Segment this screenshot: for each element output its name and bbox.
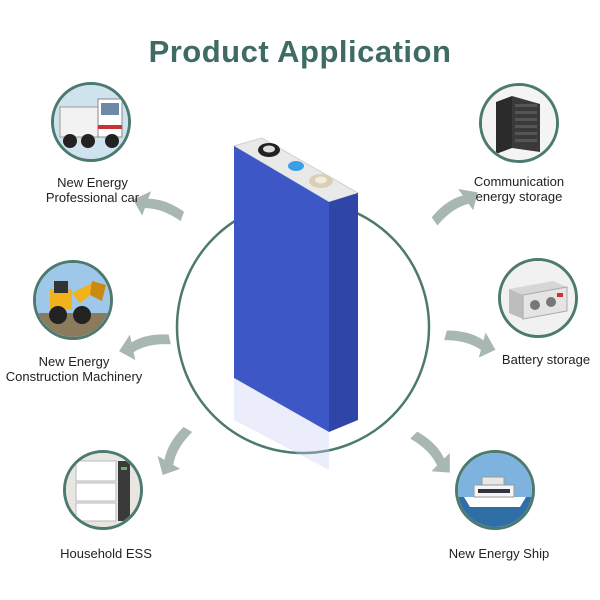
battery-side [329,193,358,432]
battery-vent [288,161,304,171]
home-storage-cabinet-icon [63,450,143,530]
battery-cabinet-icon [498,258,578,338]
arrow-icon [410,431,450,473]
battery-cell [232,137,360,470]
battery-reflection [234,378,329,470]
truck-icon [51,82,131,162]
arrow-icon [431,188,478,226]
arrow-icon [133,191,185,222]
battery-front [234,146,329,432]
arrow-icon [444,330,496,358]
page-title: Product Application [148,34,452,69]
arrow-icon [119,334,171,361]
application-label: New Energy Construction Machinery [5,354,143,384]
application-label: Battery storage [501,352,591,367]
telecom-rack-icon [479,83,559,163]
arrow-icon [157,426,193,475]
ship-icon [455,450,535,530]
application-label: New Energy Ship [448,546,550,561]
application-label: Household ESS [60,546,152,561]
wheel-loader-icon [33,260,113,340]
application-label: Communication energy storage [473,174,565,204]
application-label: New Energy Professional car [45,175,140,205]
